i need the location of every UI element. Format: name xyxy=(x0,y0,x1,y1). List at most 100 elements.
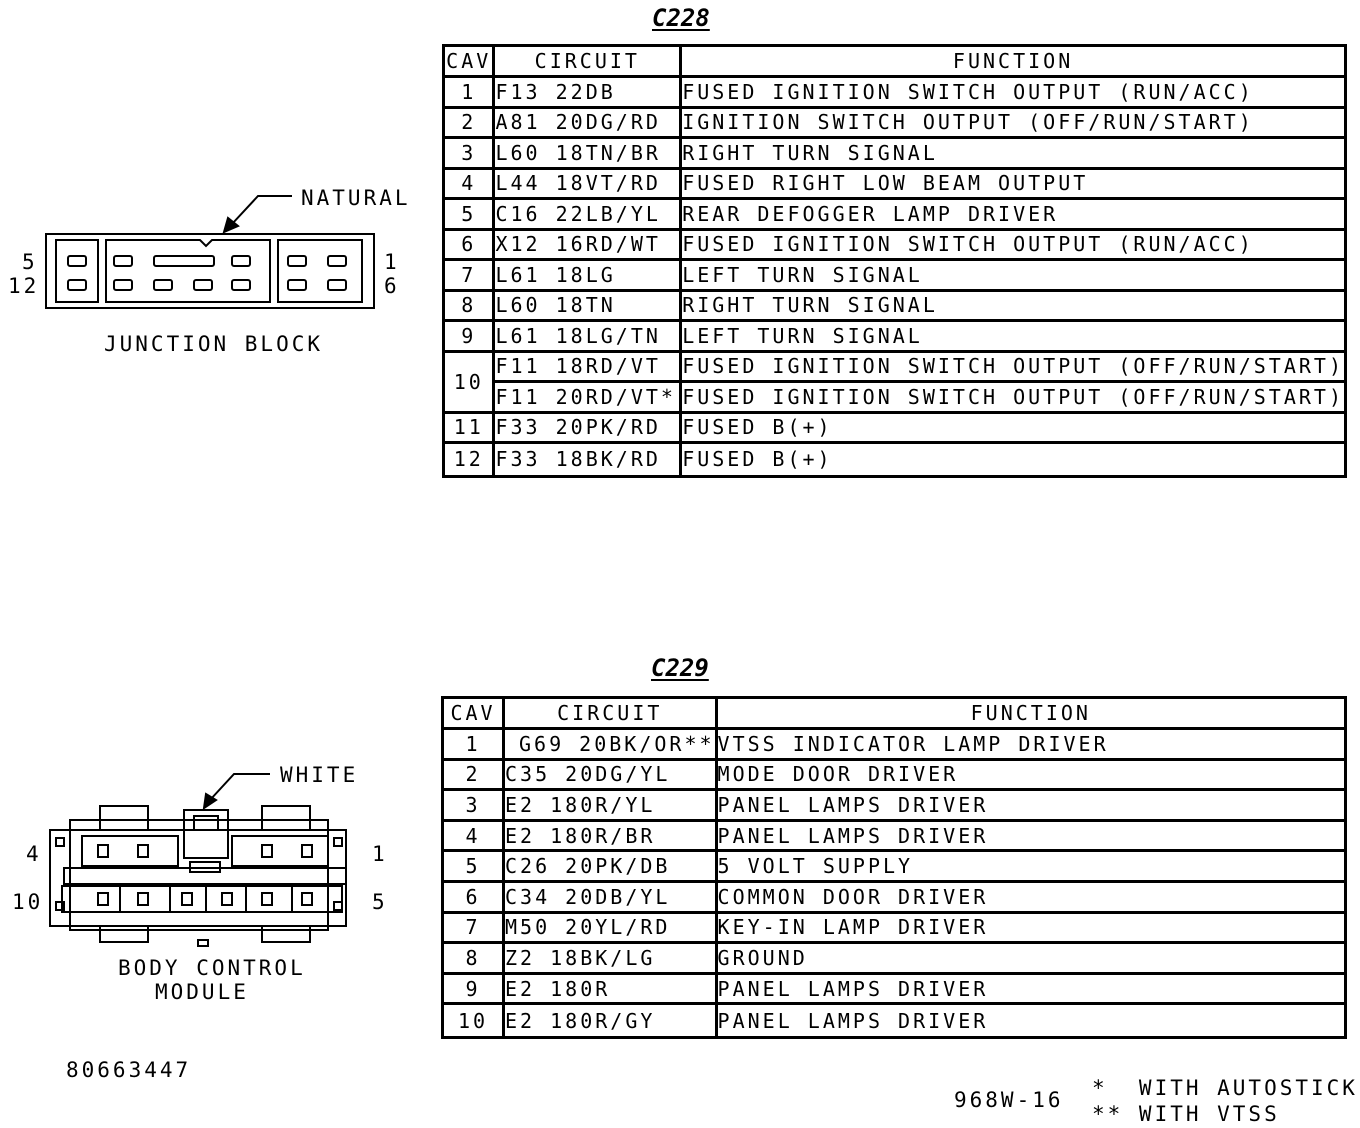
bcm-pin-label-bottom-left: 10 xyxy=(12,890,44,914)
c228-title: C228 xyxy=(652,4,710,32)
cav-cell: 6 xyxy=(445,230,496,261)
circuit-cell: A81 20DG/RD xyxy=(495,108,683,139)
bcm-label-line1: BODY CONTROL xyxy=(118,956,306,980)
function-cell: FUSED RIGHT LOW BEAM OUTPUT xyxy=(682,170,1344,200)
connector-drawings xyxy=(45,195,375,947)
function-cell: IGNITION SWITCH OUTPUT (OFF/RUN/START) xyxy=(682,109,1344,139)
function-cell: KEY-IN LAMP DRIVER xyxy=(717,914,1344,945)
header-cav: CAV xyxy=(445,47,496,78)
function-cell: LEFT TURN SIGNAL xyxy=(682,261,1344,292)
circuit-cell: E2 180R/BR xyxy=(505,821,718,853)
function-cell: FUSED IGNITION SWITCH OUTPUT (OFF/RUN/ST… xyxy=(682,353,1344,383)
bcm-pin-label-top-left: 4 xyxy=(26,842,42,866)
function-cell: COMMON DOOR DRIVER xyxy=(717,883,1344,914)
header-cav: CAV xyxy=(444,699,505,730)
footnote-vtss: ** WITH VTSS xyxy=(1092,1102,1280,1126)
table-row: 3 L60 18TN/BR RIGHT TURN SIGNAL xyxy=(445,139,1344,170)
cav-cell: 7 xyxy=(445,261,496,292)
c228-table: CAV CIRCUIT FUNCTION 1 F13 22DB FUSED IG… xyxy=(442,44,1347,478)
cav-cell: 11 xyxy=(445,413,496,444)
table-row: 8 Z2 18BK/LG GROUND xyxy=(444,944,1344,975)
function-cell: VTSS INDICATOR LAMP DRIVER xyxy=(717,730,1344,761)
figure-id: 968W-16 xyxy=(954,1088,1064,1112)
circuit-cell: L61 18LG/TN xyxy=(495,322,683,353)
function-cell: GROUND xyxy=(717,944,1344,975)
pin-label-bottom-left: 12 xyxy=(8,274,40,298)
function-cell: MODE DOOR DRIVER xyxy=(717,761,1344,792)
table-row: 10 F11 18RD/VT FUSED IGNITION SWITCH OUT… xyxy=(445,352,1344,414)
cav-cell: 12 xyxy=(445,444,496,475)
junction-block-color-label: NATURAL xyxy=(301,186,411,210)
cav-cell: 5 xyxy=(445,200,496,231)
function-cell: PANEL LAMPS DRIVER xyxy=(717,822,1344,853)
circuit-cell: C26 20PK/DB xyxy=(505,852,718,883)
body-control-module-connector-drawing xyxy=(49,773,347,947)
function-cell: FUSED IGNITION SWITCH OUTPUT (RUN/ACC) xyxy=(682,78,1344,109)
table-row: 10 E2 180R/GY PANEL LAMPS DRIVER xyxy=(444,1005,1344,1036)
cav-cell: 9 xyxy=(445,322,496,353)
cav-cell: 8 xyxy=(445,291,496,322)
bcm-pin-label-bottom-right: 5 xyxy=(372,890,388,914)
cav-cell: 2 xyxy=(444,760,505,792)
table-row: 4 E2 180R/BR PANEL LAMPS DRIVER xyxy=(444,821,1344,853)
cav-cell: 8 xyxy=(444,944,505,975)
part-number: 80663447 xyxy=(66,1058,192,1082)
junction-block-label: JUNCTION BLOCK xyxy=(104,332,324,356)
circuit-cell: F13 22DB xyxy=(495,78,683,109)
header-circuit: CIRCUIT xyxy=(505,699,718,730)
table-row: 11 F33 20PK/RD FUSED B(+) xyxy=(445,413,1344,444)
circuit-cell: M50 20YL/RD xyxy=(505,913,718,945)
cav-cell: 3 xyxy=(445,139,496,170)
cav-cell: 4 xyxy=(445,169,496,200)
function-cell: FUSED IGNITION SWITCH OUTPUT (RUN/ACC) xyxy=(682,231,1344,261)
circuit-cell: C35 20DG/YL xyxy=(505,760,718,792)
cav-cell: 1 xyxy=(444,730,505,761)
table-row: 7 L61 18LG LEFT TURN SIGNAL xyxy=(445,261,1344,292)
cav-cell: 3 xyxy=(444,791,505,822)
function-cell: FUSED B(+) xyxy=(682,414,1344,444)
circuit-cell: F11 20RD/VT* xyxy=(495,383,683,414)
function-cell: PANEL LAMPS DRIVER xyxy=(717,975,1344,1006)
junction-block-connector-drawing xyxy=(45,195,375,309)
footnote-autostick: * WITH AUTOSTICK xyxy=(1092,1076,1358,1100)
table-row: 2 A81 20DG/RD IGNITION SWITCH OUTPUT (OF… xyxy=(445,108,1344,139)
table-row: 3 E2 180R/YL PANEL LAMPS DRIVER xyxy=(444,791,1344,822)
pin-label-bottom-right: 6 xyxy=(384,274,400,298)
circuit-cell: L60 18TN xyxy=(495,291,683,322)
function-cell: PANEL LAMPS DRIVER xyxy=(717,791,1344,822)
c229-title: C229 xyxy=(651,654,709,682)
header-circuit: CIRCUIT xyxy=(495,47,683,78)
table-row: 12 F33 18BK/RD FUSED B(+) xyxy=(445,444,1344,475)
function-cell: FUSED IGNITION SWITCH OUTPUT (OFF/RUN/ST… xyxy=(682,383,1344,414)
table-row: 5 C26 20PK/DB 5 VOLT SUPPLY xyxy=(444,852,1344,883)
bcm-pin-label-top-right: 1 xyxy=(372,842,388,866)
pin-label-top-left: 5 xyxy=(22,250,38,274)
function-cell: RIGHT TURN SIGNAL xyxy=(682,292,1344,322)
cav-cell: 10 xyxy=(445,352,496,414)
circuit-cell: F33 20PK/RD xyxy=(495,413,683,444)
cav-cell: 5 xyxy=(444,852,505,883)
function-cell: REAR DEFOGGER LAMP DRIVER xyxy=(682,200,1344,231)
pin-label-top-right: 1 xyxy=(384,250,400,274)
cav-cell: 9 xyxy=(444,974,505,1006)
table-row: 8 L60 18TN RIGHT TURN SIGNAL xyxy=(445,291,1344,322)
circuit-cell: E2 180R/GY xyxy=(505,1005,718,1036)
function-cell: FUSED B(+) xyxy=(682,447,833,472)
table-row: 9 L61 18LG/TN LEFT TURN SIGNAL xyxy=(445,322,1344,353)
function-cell: LEFT TURN SIGNAL xyxy=(682,322,1344,353)
cav-cell: 1 xyxy=(445,78,496,109)
circuit-cell: Z2 18BK/LG xyxy=(505,944,718,975)
table-row: F11 20RD/VT* FUSED IGNITION SWITCH OUTPU… xyxy=(445,383,1344,414)
table-header-row: CAV CIRCUIT FUNCTION xyxy=(445,47,1344,78)
circuit-cell: G69 20BK/OR** xyxy=(505,730,718,761)
c229-table: CAV CIRCUIT FUNCTION 1 G69 20BK/OR** VTS… xyxy=(441,696,1347,1039)
circuit-cell: L44 18VT/RD xyxy=(495,169,683,200)
table-header-row: CAV CIRCUIT FUNCTION xyxy=(444,699,1344,730)
function-cell: PANEL LAMPS DRIVER xyxy=(717,1008,989,1033)
cav-cell: 7 xyxy=(444,913,505,945)
cav-cell: 4 xyxy=(444,821,505,853)
cav-cell: 6 xyxy=(444,882,505,914)
table-row: 6 X12 16RD/WT FUSED IGNITION SWITCH OUTP… xyxy=(445,230,1344,261)
header-function: FUNCTION xyxy=(717,699,1344,730)
circuit-cell: C34 20DB/YL xyxy=(505,882,718,914)
